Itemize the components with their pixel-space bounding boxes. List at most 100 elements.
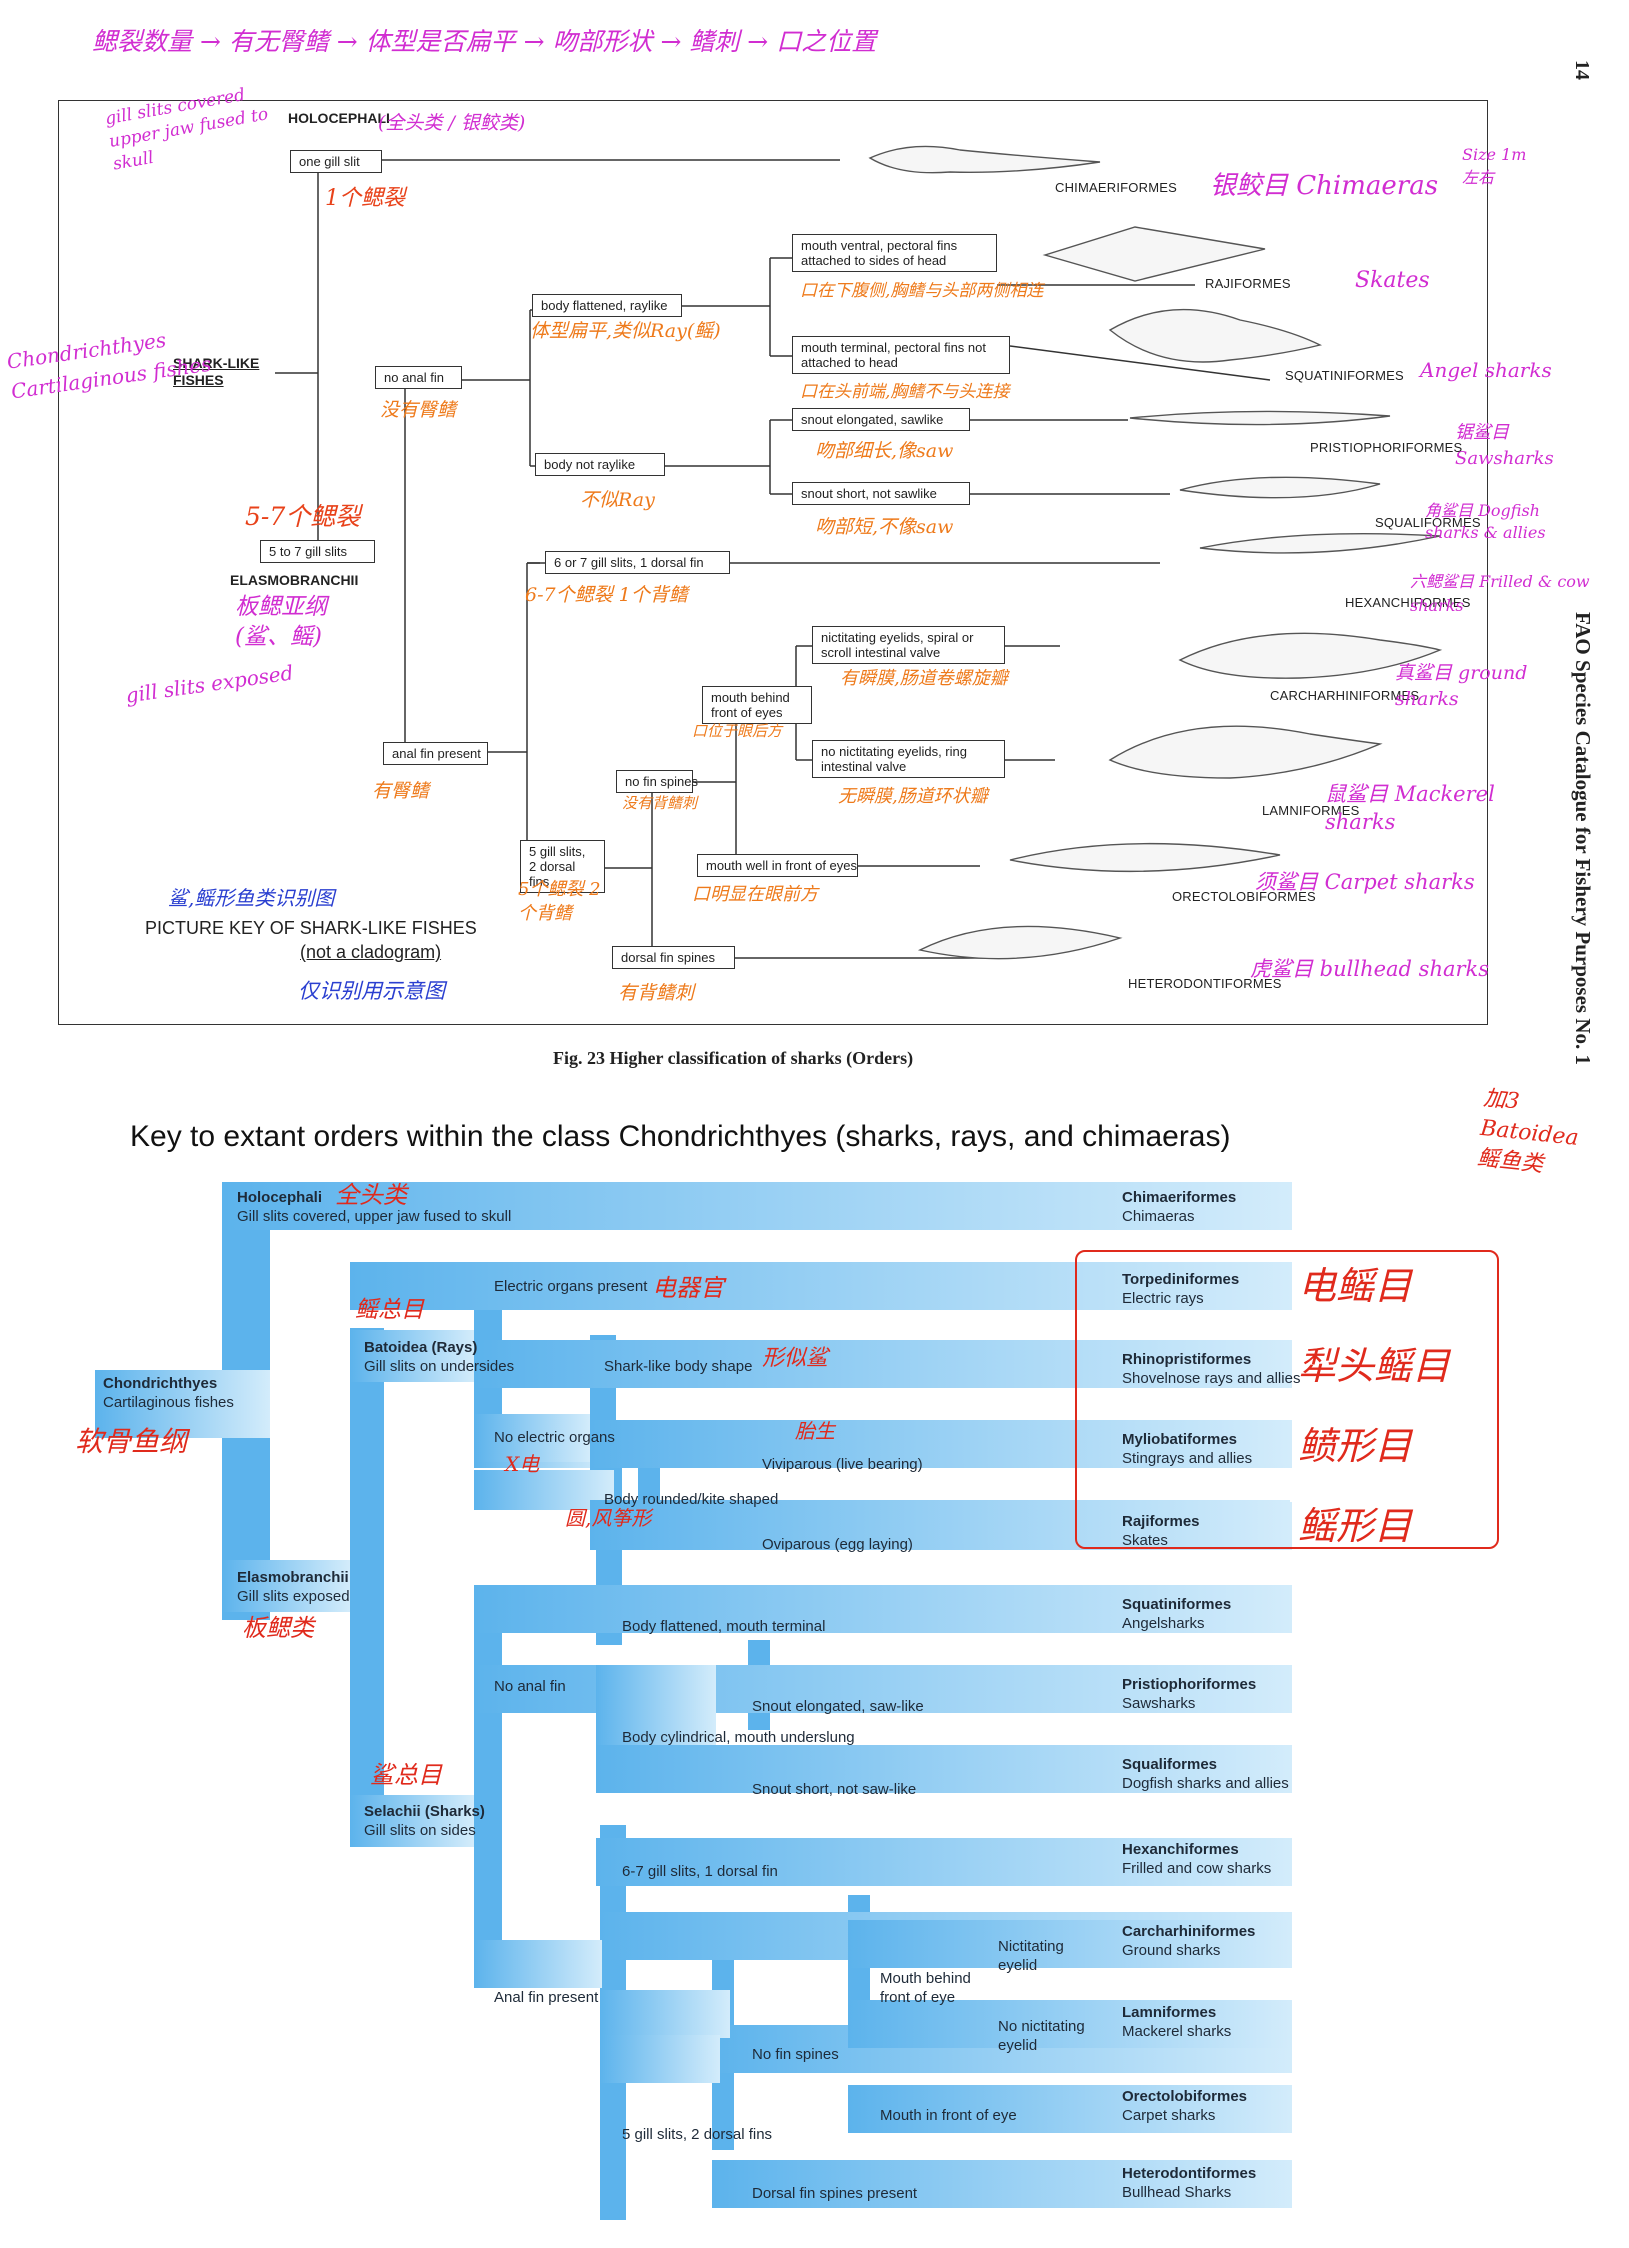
fao-order-squatiniformes: SQUATINIFORMES xyxy=(1285,368,1404,383)
key-node-holo-name: Holocephali xyxy=(237,1189,323,1206)
result-name: Torpediniformes xyxy=(1122,1271,1240,1288)
red-note-batoidea: 鳐总目 xyxy=(355,1297,424,1323)
note-well-cn: 口明显在眼前方 xyxy=(692,884,818,905)
key-node-rounded: Body rounded/kite shaped xyxy=(604,1491,779,1508)
red-note-viviparous: 胎生 xyxy=(795,1419,835,1443)
fao-order-chimaeriformes: CHIMAERIFORMES xyxy=(1055,180,1177,195)
fao-box-five-seven: 5 to 7 gill slits xyxy=(260,540,375,563)
result-desc: Sawsharks xyxy=(1122,1695,1196,1712)
result-name: Myliobatiformes xyxy=(1122,1431,1238,1448)
note-only-cn: 仅识别用示意图 xyxy=(298,979,445,1003)
fao-box-flattened: body flattened, raylike xyxy=(532,294,682,317)
result-desc: Mackerel sharks xyxy=(1122,2023,1232,2040)
note-hex: 六鳃鲨目 Frilled & cow sharks xyxy=(1410,572,1590,615)
rays-highlight-box xyxy=(1075,1250,1499,1549)
key-node-nictitating: Nictitating eyelid xyxy=(998,1938,1064,1974)
fao-box-mouth-terminal: mouth terminal, pectoral fins not attach… xyxy=(792,336,1010,374)
key-node-holo-desc: Gill slits covered, upper jaw fused to s… xyxy=(237,1208,512,1225)
note-orect: 须鲨目 Carpet sharks xyxy=(1255,870,1475,894)
note-elasmo-cn: 板鳃亚纲 (鲨、鳐) xyxy=(235,594,327,650)
key-node-no-anal: No anal fin xyxy=(494,1678,566,1695)
fao-box-five-gill: 5 gill slits, 2 dorsal fins xyxy=(520,840,605,893)
red-note-electric: 电器官 xyxy=(652,1274,724,1302)
key-node-flat-mouth: Body flattened, mouth terminal xyxy=(622,1618,826,1635)
fao-box-not-raylike: body not raylike xyxy=(535,453,665,476)
note-carch: 真鲨目 ground sharks xyxy=(1395,662,1528,710)
red-note-no-electric: X电 xyxy=(505,1452,540,1476)
fao-order-squaliformes: SQUALIFORMES xyxy=(1375,515,1481,530)
key-node-viviparous: Viviparous (live bearing) xyxy=(762,1456,923,1473)
note-five-cn: 5个鳃裂 2个背鳍 xyxy=(518,879,601,924)
result-desc: Stingrays and allies xyxy=(1122,1450,1253,1467)
note-no-nict-cn: 无瞬膜,肠道环状瓣 xyxy=(838,786,988,807)
result-desc: Electric rays xyxy=(1122,1290,1204,1307)
red-note-rhinopristiformes: 犁头鳐目 xyxy=(1298,1344,1451,1388)
note-one-gill-cn: 1个鳃裂 xyxy=(325,186,405,211)
result-desc: Angelsharks xyxy=(1122,1615,1205,1632)
not-cladogram-note: (not a cladogram) xyxy=(300,942,442,962)
header-note: 鳃裂数量 → 有无臀鳍 → 体型是否扁平 → 吻部形状 → 鳍刺 → 口之位置 xyxy=(92,27,877,56)
key-node-mouth-front: Mouth in front of eye xyxy=(880,2107,1017,2124)
fao-order-pristiophoriformes: PRISTIOPHORIFORMES xyxy=(1310,440,1463,455)
result-name: Carcharhiniformes xyxy=(1122,1923,1256,1940)
result-name: Pristiophoriformes xyxy=(1122,1676,1257,1693)
note-no-anal-cn: 没有臀鳍 xyxy=(380,399,457,421)
red-note-holo: 全头类 xyxy=(335,1181,407,1209)
key-node-elas-name: Elasmobranchii xyxy=(237,1569,349,1586)
note-size: Size 1m左右 xyxy=(1462,145,1527,187)
key-node-anal: Anal fin present xyxy=(494,1989,599,2006)
fao-box-six-seven: 6 or 7 gill slits, 1 dorsal fin xyxy=(545,551,730,574)
key-node-six-seven: 6-7 gill slits, 1 dorsal fin xyxy=(622,1863,778,1880)
note-flat-cn: 体型扁平,类似Ray(鳐) xyxy=(530,320,721,342)
note-anal-cn: 有臀鳍 xyxy=(372,780,430,802)
key-node-electric: Electric organs present xyxy=(494,1278,648,1295)
note-chimaeras: 银鲛目 Chimaeras xyxy=(1210,171,1439,201)
page-number: 14 xyxy=(1571,60,1593,80)
note-saw-cn: 吻部细长,像saw xyxy=(815,440,954,462)
red-note-batoidea-count: 加3 Batoidea 鳐鱼类 xyxy=(1475,1085,1580,1178)
fao-figure-frame xyxy=(58,100,1488,1025)
key-node-sel-name: Selachii (Sharks) xyxy=(364,1803,485,1820)
fao-box-mouth-behind: mouth behind front of eyes xyxy=(702,686,812,724)
fao-box-no-nictitating: no nictitating eyelids, ring intestinal … xyxy=(812,740,1005,778)
result-desc: Dogfish sharks and allies xyxy=(1122,1775,1289,1792)
key-node-oviparous: Oviparous (egg laying) xyxy=(762,1536,913,1553)
fao-box-mouth-ventral: mouth ventral, pectoral fins attached to… xyxy=(792,234,997,272)
red-note-elasmo: 板鳃类 xyxy=(242,1614,314,1642)
key-node-cylindrical: Body cylindrical, mouth underslung xyxy=(622,1729,855,1746)
fao-box-no-anal: no anal fin xyxy=(375,366,462,389)
fao-box-nictitating: nictitating eyelids, spiral or scroll in… xyxy=(812,626,1005,664)
fao-box-snout-short: snout short, not sawlike xyxy=(792,482,970,505)
result-desc: Shovelnose rays and allies xyxy=(1122,1370,1301,1387)
figure-caption: Fig. 23 Higher classification of sharks … xyxy=(553,1048,914,1068)
result-desc: Skates xyxy=(1122,1532,1168,1549)
note-angel-sharks: Angel sharks xyxy=(1420,358,1552,382)
result-desc: Chimaeras xyxy=(1122,1208,1195,1225)
key-node-no-electric: No electric organs xyxy=(494,1429,615,1446)
result-name: Rajiformes xyxy=(1122,1513,1200,1530)
fao-box-snout-saw: snout elongated, sawlike xyxy=(792,408,970,431)
red-note-selachii: 鲨总目 xyxy=(370,1761,442,1789)
fao-box-mouth-well: mouth well in front of eyes xyxy=(697,854,858,877)
note-not-ray-cn: 不似Ray xyxy=(580,489,655,511)
result-name: Squatiniformes xyxy=(1122,1596,1232,1613)
red-note-rajiformes: 鳐形目 xyxy=(1298,1504,1413,1548)
key-node-mouth-behind: Mouth behind front of eye xyxy=(880,1970,971,2006)
key-node-five-gill: 5 gill slits, 2 dorsal fins xyxy=(622,2126,773,2143)
key-node-batoidea: Batoidea (Rays)Gill slits on undersides xyxy=(364,1338,514,1376)
key-node-snout-short: Snout short, not saw-like xyxy=(752,1781,917,1798)
red-note-myliobatiformes: 鲼形目 xyxy=(1298,1424,1413,1468)
fao-order-hexanchiformes: HEXANCHIFORMES xyxy=(1345,595,1471,610)
